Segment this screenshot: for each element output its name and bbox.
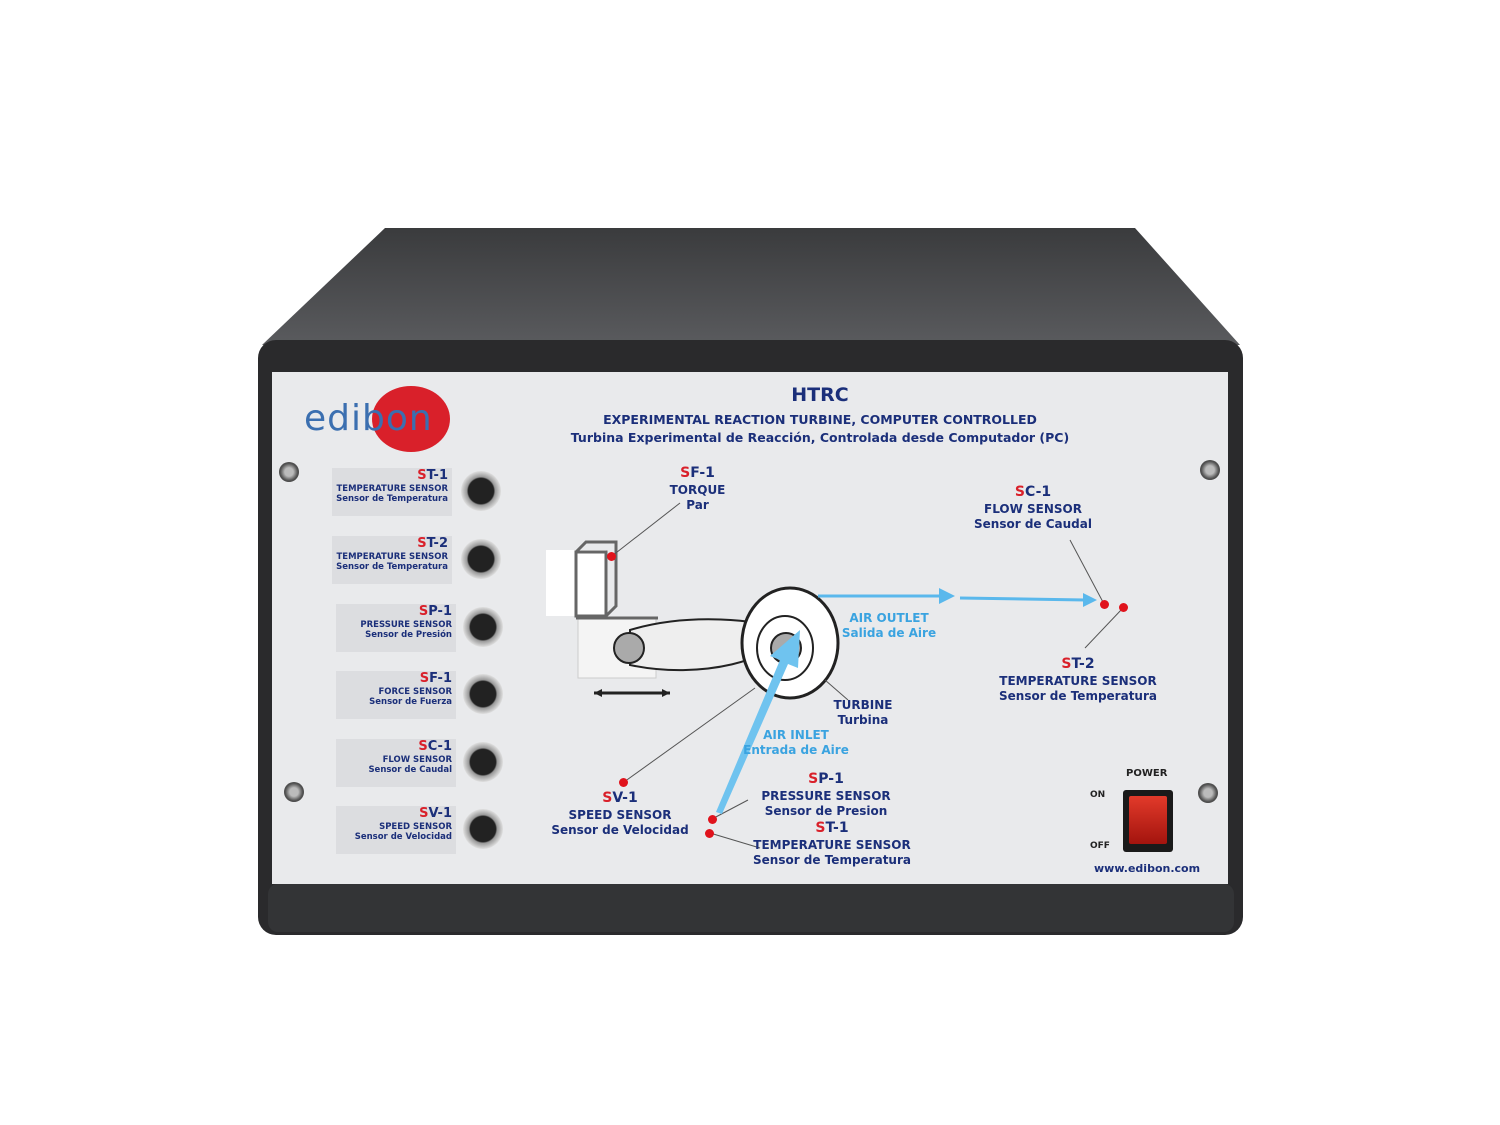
on-label: ON [1090,790,1106,800]
air-inlet-arrow [716,630,800,814]
screw-icon [1198,783,1218,803]
screw-icon [1200,460,1220,480]
sensor-point [705,829,714,838]
sensor-point [1119,603,1128,612]
power-label: POWER [1126,768,1168,779]
model-title: HTRC [791,384,849,406]
edibon-logo: edibon [304,398,433,439]
logo-circle [372,386,450,452]
sensor-connector-socket[interactable] [463,674,503,714]
sensor-connector-socket[interactable] [461,539,501,579]
screw-icon [284,782,304,802]
sensor-point [1100,600,1109,609]
sensor-connector-socket[interactable] [463,809,503,849]
sensor-connector-socket[interactable] [463,607,503,647]
sensor-point [619,778,628,787]
sensor-point [607,552,616,561]
off-label: OFF [1090,841,1110,851]
sensor-connector-socket[interactable] [463,742,503,782]
title-english: EXPERIMENTAL REACTION TURBINE, COMPUTER … [603,411,1037,427]
sensor-point [708,815,717,824]
sensor-connector-socket[interactable] [461,471,501,511]
title-spanish: Turbina Experimental de Reacción, Contro… [570,430,1070,446]
website-text: www.edibon.com [1094,862,1201,875]
screw-icon [279,462,299,482]
power-switch[interactable] [1123,790,1173,852]
